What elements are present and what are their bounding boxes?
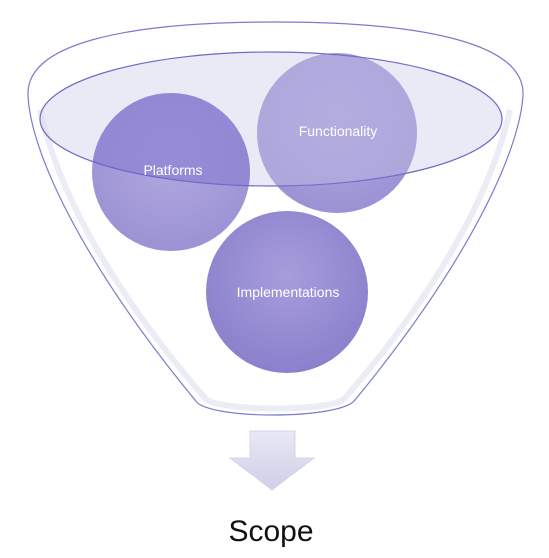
functionality-label: Functionality: [299, 123, 378, 139]
funnel-inner-shade: [37, 109, 513, 412]
platforms-label: Platforms: [143, 162, 202, 178]
down-arrow-icon: [228, 430, 316, 491]
implementations-label: Implementations: [237, 284, 340, 300]
platforms-rim-overlap: [92, 93, 250, 186]
output-label: Scope: [228, 515, 313, 548]
functionality-rim-overlap: [257, 53, 417, 186]
circle-implementations: [206, 211, 368, 373]
